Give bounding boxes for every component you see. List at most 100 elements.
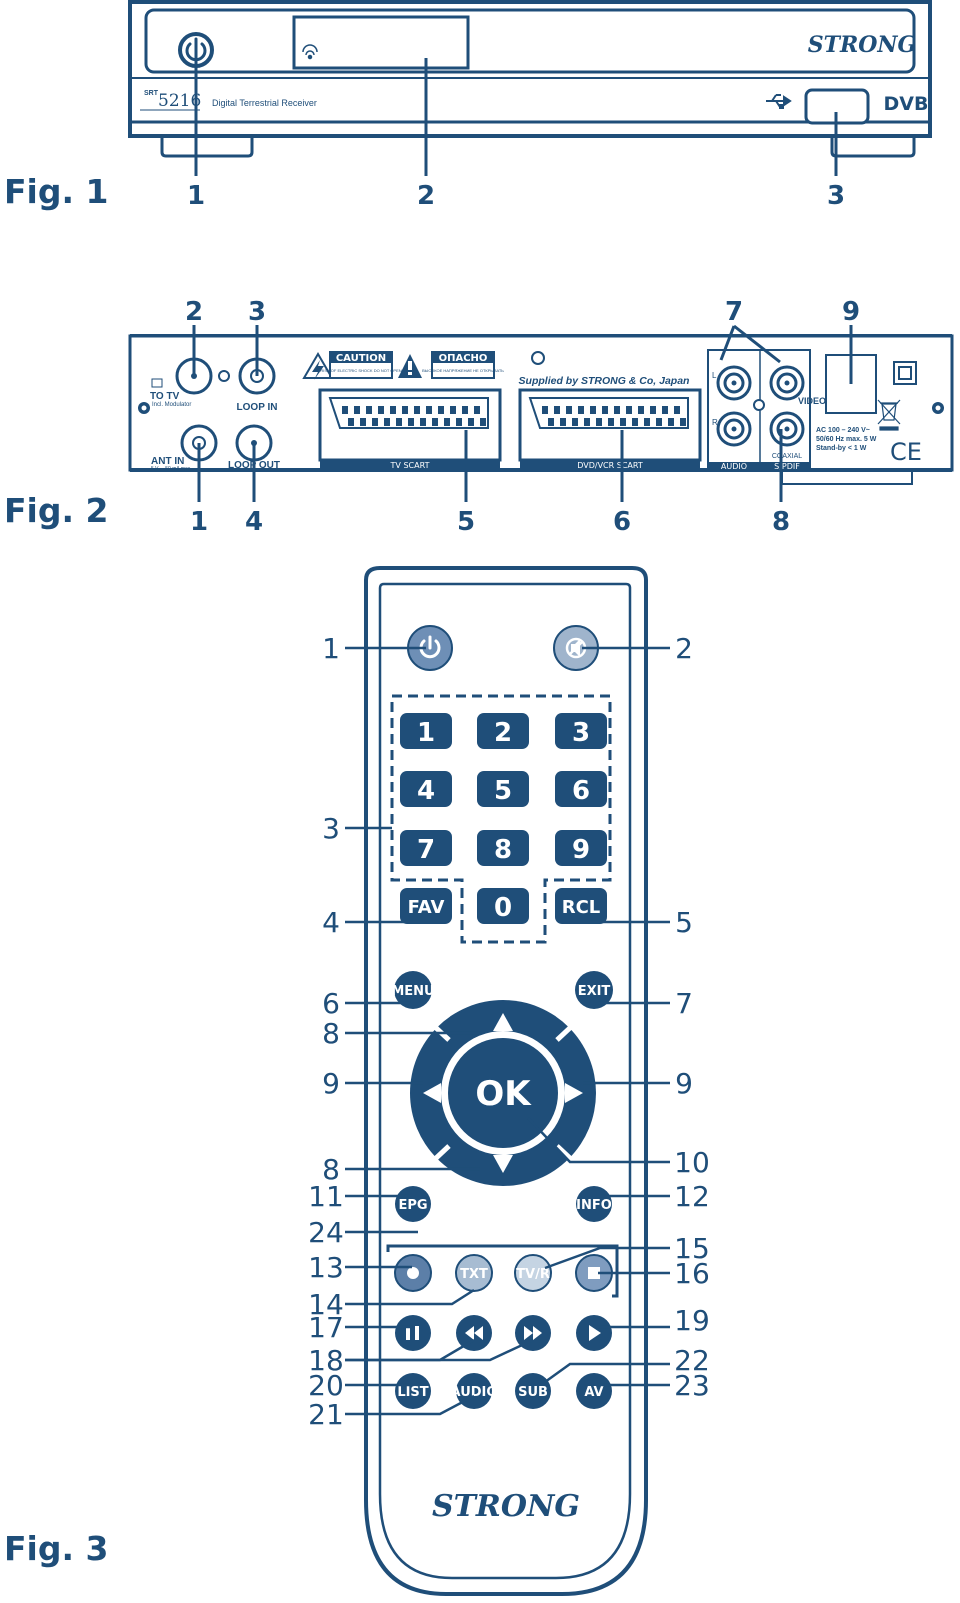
scart-pin [480,418,486,426]
scart-pin [608,418,614,426]
audio-l-label: L [712,371,717,380]
exclamation-warning-icon [398,354,422,378]
rcl-button[interactable] [555,888,607,924]
digit-0-button[interactable] [477,888,529,924]
fav-button[interactable] [400,888,452,924]
opasno-sublabel: ВЫСОКОЕ НАПРЯЖЕНИЕ НЕ ОТКРЫВАТЬ [422,368,504,373]
scart-pin [662,406,668,414]
remote-callout-4: 4 [322,906,340,939]
digit-9-button[interactable] [555,830,607,866]
digit-5-label: 5 [494,776,512,806]
digit-7-label: 7 [417,835,435,865]
digit-6-button[interactable] [555,771,607,807]
fig2-callout-1: 1 [190,507,208,537]
digit-1-button[interactable] [400,713,452,749]
digit-3-button[interactable] [555,713,607,749]
opasno-label: ОПАСНО [439,353,488,364]
rcl-label: RCL [562,897,601,918]
remote-callout-21: 21 [308,1398,344,1431]
fig1-dvb-logo: DVB [884,93,929,115]
scart-pin [596,418,602,426]
scart-pin [554,406,560,414]
scart-pin [590,406,596,414]
ok-button[interactable]: OK [475,1074,532,1114]
fig1-callout-3: 3 [827,181,845,211]
exit-label: EXIT [578,984,611,999]
fig1-model: 5216 [158,91,201,111]
remote-callout-14: 14 [308,1288,344,1321]
scart-pin [680,418,686,426]
fig2-callout-8: 8 [772,507,790,537]
fig1-callout-2: 2 [417,181,435,211]
scart-pin [620,418,626,426]
audio-label: AUDIO [451,1385,498,1400]
remote-callout-18: 18 [308,1344,344,1377]
scart-pin [360,418,366,426]
digit-8-label: 8 [494,835,512,865]
usb-icon [766,94,792,109]
remote-callout-7: 7 [675,987,693,1020]
right-arrow-button[interactable] [565,1083,583,1103]
fig1-model-prefix: SRT [144,90,159,97]
txt-label: TXT [460,1267,488,1282]
scart-pin [444,418,450,426]
remote-callout-17: 17 [308,1311,344,1344]
list-button[interactable] [395,1373,431,1409]
scart-pin [456,418,462,426]
menu-button[interactable] [394,971,432,1009]
remote-callout-15: 15 [674,1232,710,1265]
pause-button[interactable] [395,1315,431,1351]
remote-callout-8-down: 8 [322,1153,340,1186]
digit-9-label: 9 [572,835,590,865]
scart-pin [542,406,548,414]
fig2-label: Fig. 2 [4,491,108,530]
fig1-front-panel: STRONG SRT 5216 Digital Terrestrial Rece… [4,0,932,211]
digit-4-button[interactable] [400,771,452,807]
tvr-button[interactable] [514,1254,552,1292]
record-icon [407,1267,419,1279]
video-connector [769,365,805,401]
sub-button[interactable] [515,1373,551,1409]
remote-callout-11: 11 [308,1180,344,1213]
audio-r-connector [716,411,752,447]
digit-7-button[interactable] [400,830,452,866]
left-arrow-button[interactable] [423,1083,441,1103]
caution-sublabel: RISK OF ELECTRIC SHOCK DO NOT OPEN [320,368,401,373]
dvd-scart-label: DVD/VCR SCART [577,461,643,470]
remote-sensor-icon [302,44,318,60]
scart-pin [674,406,680,414]
pause-icon [406,1326,419,1340]
coaxial-connector [769,411,805,447]
scart-pin [474,406,480,414]
remote-callout-12: 12 [674,1180,710,1213]
power-spec-3: Stand-by < 1 W [816,445,867,452]
fast-forward-icon [524,1326,542,1340]
scart-pin [438,406,444,414]
scart-pin [644,418,650,426]
digit-1-label: 1 [417,718,435,748]
spdif-label: S/PDIF [774,462,800,471]
av-button[interactable] [576,1373,612,1409]
scart-pins [342,406,686,426]
scart-pin [462,406,468,414]
fig1-callout-1: 1 [187,181,205,211]
scart-pin [402,406,408,414]
remote-callout-3: 3 [322,812,340,845]
digit-2-button[interactable] [477,713,529,749]
scart-pin [342,406,348,414]
digit-6-label: 6 [572,776,590,806]
power-spec-2: 50/60 Hz max. 5 W [816,436,877,443]
scart-pin [396,418,402,426]
digit-5-button[interactable] [477,771,529,807]
remote-callout-23: 23 [674,1369,710,1402]
caution-label: CAUTION [336,353,386,364]
exit-button[interactable] [575,971,613,1009]
menu-label: MENU [391,984,434,999]
audio-r-label: R [712,418,718,427]
up-arrow-button[interactable] [493,1013,513,1031]
scart-pin [390,406,396,414]
fig3-label: Fig. 3 [4,1529,108,1568]
digit-8-button[interactable] [477,830,529,866]
down-arrow-button[interactable] [493,1155,513,1173]
